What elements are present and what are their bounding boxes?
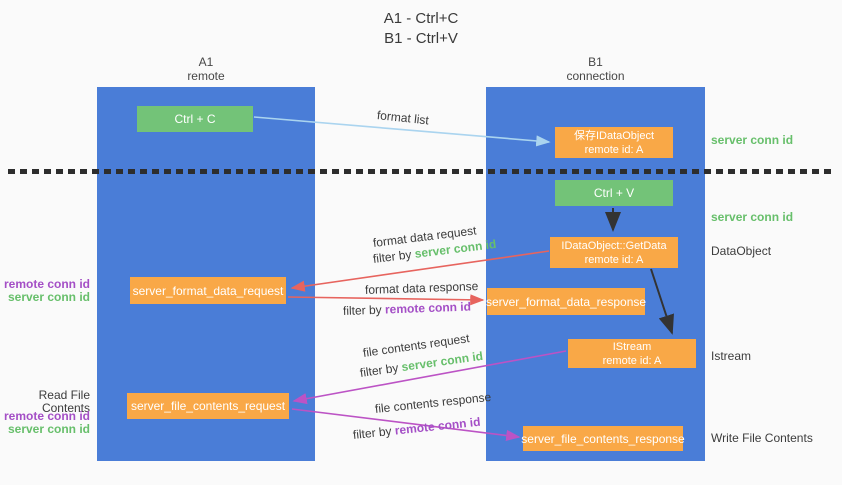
filter-by-text: filter by [342,302,386,318]
node-save-idataobject-line2: remote id: A [584,143,644,156]
label-file-contents-response: file contents response [374,389,492,416]
read-file-contents-text: Read File Contents [38,388,90,415]
left-read-file-contents-label: Read File Contents [0,389,90,415]
node-getdata-line1: IDataObject::GetData [561,239,667,252]
node-server-file-contents-request: server_file_contents_request [127,393,289,419]
column-a1-header: A1 remote [97,55,315,83]
column-a1-subtitle: remote [187,69,225,83]
left-remote-conn-id-1: remote conn id [3,277,90,291]
node-save-idataobject-line1: 保存IDataObject [573,129,655,142]
left-server-conn-id-2: server conn id [7,422,90,436]
label-format-list: format list [376,108,430,128]
node-ctrl-c: Ctrl + C [137,106,253,132]
filter-by-text: filter by [372,246,416,266]
node-getdata-line2: remote id: A [584,253,644,266]
node-istream-line2: remote id: A [602,354,662,367]
node-idataobject-getdata: IDataObject::GetData remote id: A [550,237,678,268]
node-server-file-contents-response: server_file_contents_response [521,426,685,451]
remote-conn-id-text: remote conn id [384,299,472,317]
column-b1-header: B1 connection [486,55,705,83]
node-save-idataobject: 保存IDataObject remote id: A [555,127,673,158]
left-conn-id-pair-1: remote conn id server conn id [0,278,90,304]
label-filter-by-remote-2: filter by remote conn id [352,415,481,442]
right-server-conn-id-2: server conn id [711,210,794,224]
filter-by-text: filter by [359,360,403,380]
left-conn-id-pair-2: remote conn id server conn id [0,410,90,436]
node-file-response-label: server_file_contents_response [521,431,685,446]
left-server-conn-id-1: server conn id [7,290,90,304]
node-server-format-data-response: server_format_data_response [485,288,647,315]
node-istream-line1: IStream [612,340,652,353]
left-remote-conn-id-2: remote conn id [3,409,90,423]
node-istream: IStream remote id: A [568,339,696,368]
right-istream-label: Istream [711,349,752,363]
diagram-title: A1 - Ctrl+C B1 - Ctrl+V [0,9,842,49]
node-ctrl-v: Ctrl + V [555,180,673,206]
right-dataobject-label: DataObject [711,244,772,258]
node-ctrl-c-label: Ctrl + C [174,112,216,126]
right-write-file-contents-label: Write File Contents [711,431,813,445]
right-server-conn-id-1: server conn id [711,133,794,147]
label-filter-by-remote-1: filter by remote conn id [343,300,471,318]
node-server-format-data-request: server_format_data_request [130,277,286,304]
node-file-request-label: server_file_contents_request [130,399,286,413]
title-line-1: A1 - Ctrl+C [383,10,459,27]
label-format-data-response: format data response [364,279,479,297]
column-b1-title: B1 [588,55,603,69]
node-format-request-label: server_format_data_request [132,283,284,298]
column-a1-title: A1 [198,55,214,69]
node-ctrl-v-label: Ctrl + V [593,186,635,200]
node-format-response-label: server_format_data_response [485,294,647,309]
dashed-separator [8,169,836,174]
title-line-2: B1 - Ctrl+V [384,30,458,47]
filter-by-text: filter by [352,423,396,442]
column-b1-subtitle: connection [566,69,625,83]
remote-conn-id-text: remote conn id [394,414,482,438]
